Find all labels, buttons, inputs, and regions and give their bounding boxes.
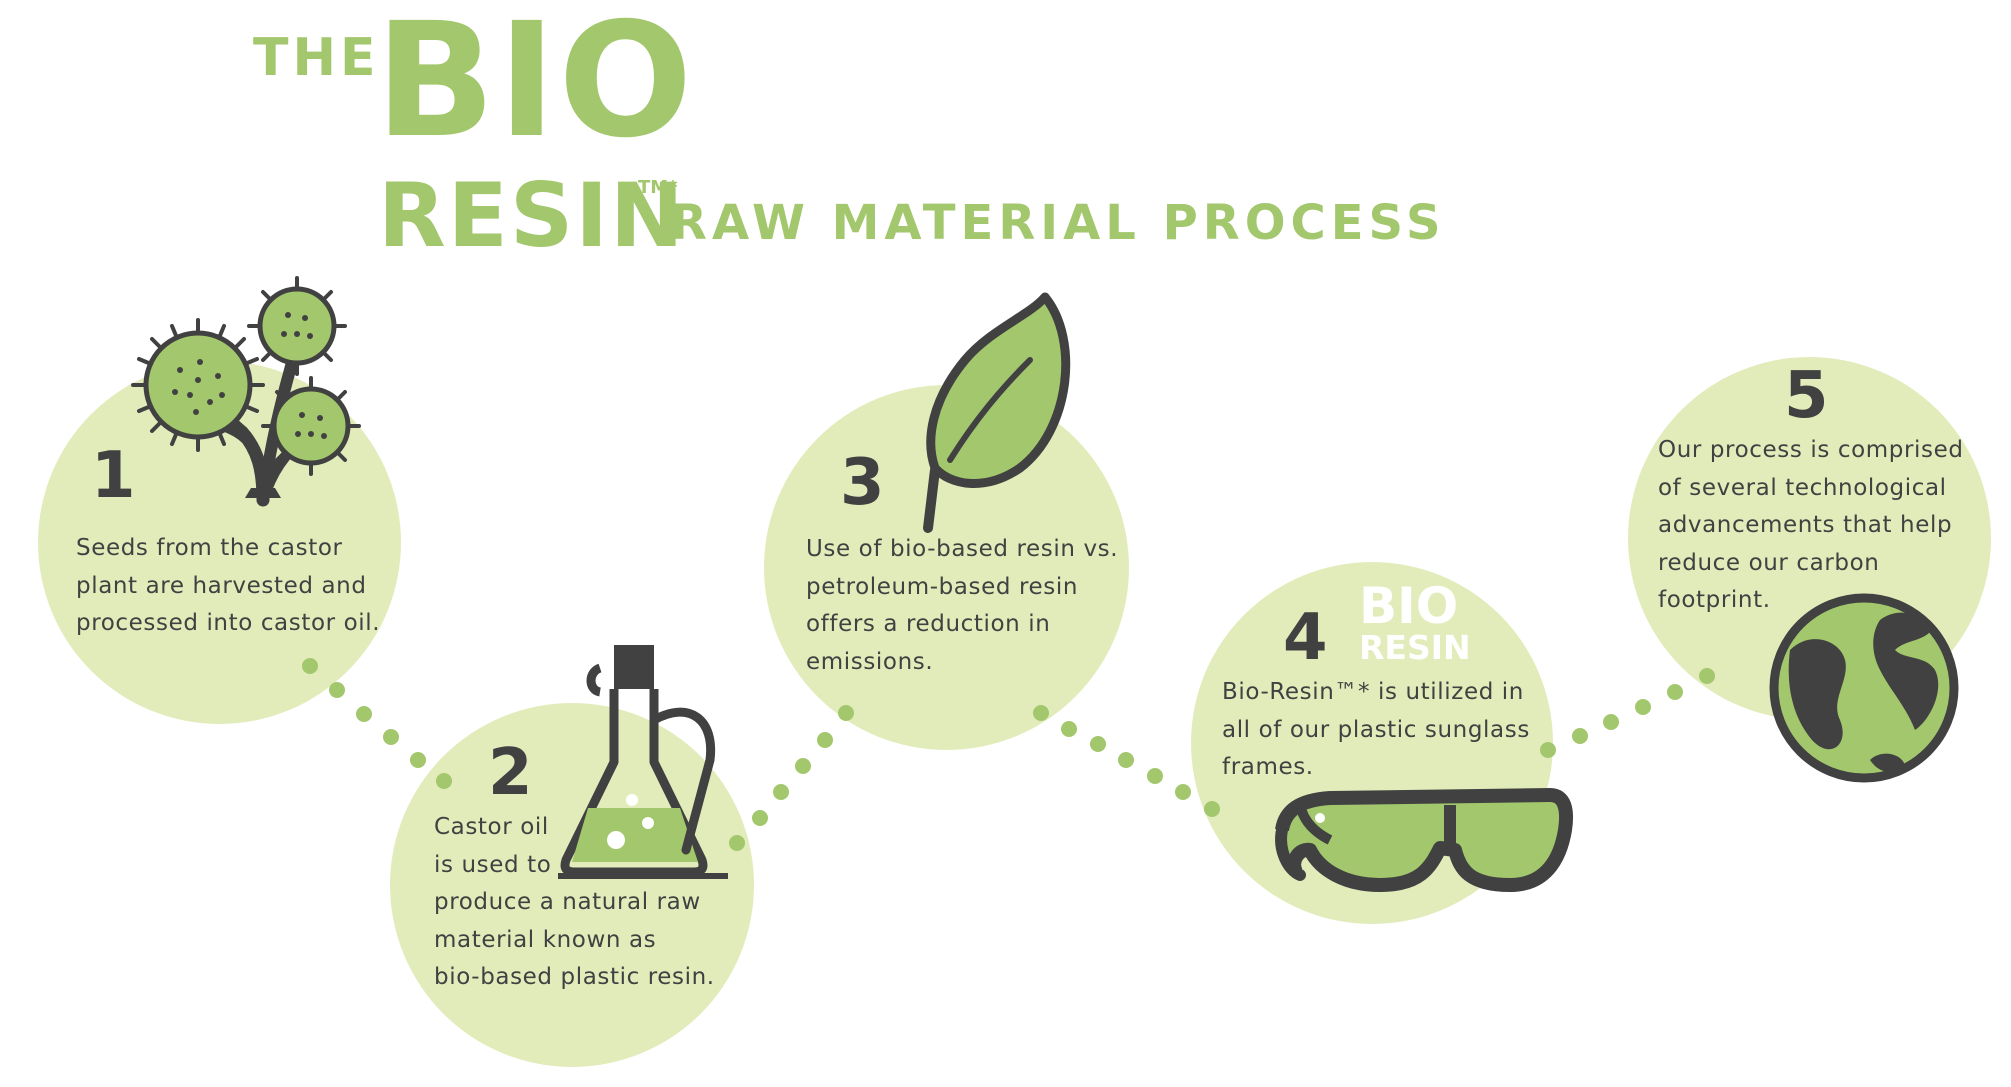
step-3-text: Use of bio-based resin vs. petroleum-bas… xyxy=(806,531,1118,681)
title-trademark: TM* xyxy=(638,177,678,198)
bio-resin-badge-bottom: RESIN xyxy=(1359,628,1471,667)
step-2-circle xyxy=(390,703,754,1067)
step-5-line: Our process is comprised xyxy=(1658,437,1964,463)
step-4-text: Bio-Resin™* is utilized in all of our pl… xyxy=(1222,674,1530,787)
step-3-line: emissions. xyxy=(806,648,934,675)
title-subtitle: RAW MATERIAL PROCESS xyxy=(670,195,1446,251)
step-5-line: of several technological xyxy=(1658,474,1947,501)
step-3-line: offers a reduction in xyxy=(806,611,1051,637)
title-resin: RESIN xyxy=(378,164,686,267)
step-2-text: Castor oil is used to produce a natural … xyxy=(434,809,715,997)
step-5-line: reduce our carbon xyxy=(1658,549,1880,576)
step-5-number: 5 xyxy=(1784,359,1829,433)
bio-resin-badge-top: BIO xyxy=(1359,577,1459,635)
step-4-line: all of our plastic sunglass xyxy=(1222,716,1530,743)
step-2-number: 2 xyxy=(488,736,533,810)
step-4-number: 4 xyxy=(1283,601,1328,675)
title-bio: BIO xyxy=(375,0,695,173)
step-5-text: Our process is comprised of several tech… xyxy=(1658,432,1964,620)
step-5-line: advancements that help xyxy=(1658,512,1953,538)
title-the: THE xyxy=(253,28,380,88)
sunglasses-icon xyxy=(1275,788,1574,892)
step-2-line: produce a natural raw xyxy=(434,889,701,915)
step-4-line: Bio-Resin™* is utilized in xyxy=(1222,679,1524,705)
step-1-line: plant are harvested and xyxy=(76,572,367,599)
leaf-icon xyxy=(923,292,1071,533)
step-4-line: frames. xyxy=(1222,754,1314,780)
step-3-line: petroleum-based resin xyxy=(806,573,1079,600)
step-5-line: footprint. xyxy=(1658,587,1771,613)
connector-dots xyxy=(302,658,1715,851)
step-3-line: Use of bio-based resin vs. xyxy=(806,536,1119,562)
step-2-line: bio-based plastic resin. xyxy=(434,964,715,990)
step-2-line: material known as xyxy=(434,926,657,953)
globe-icon xyxy=(1769,593,1959,783)
oil-jar-icon xyxy=(558,645,728,879)
step-3-number: 3 xyxy=(840,446,885,520)
castor-plant-icon xyxy=(131,276,361,507)
step-1-line: Seeds from the castor xyxy=(76,535,343,561)
step-1-text: Seeds from the castor plant are harveste… xyxy=(76,530,380,643)
step-1-line: processed into castor oil. xyxy=(76,610,381,636)
step-2-line: is used to xyxy=(434,851,552,878)
step-2-line: Castor oil xyxy=(434,814,549,840)
step-1-number: 1 xyxy=(91,439,136,513)
